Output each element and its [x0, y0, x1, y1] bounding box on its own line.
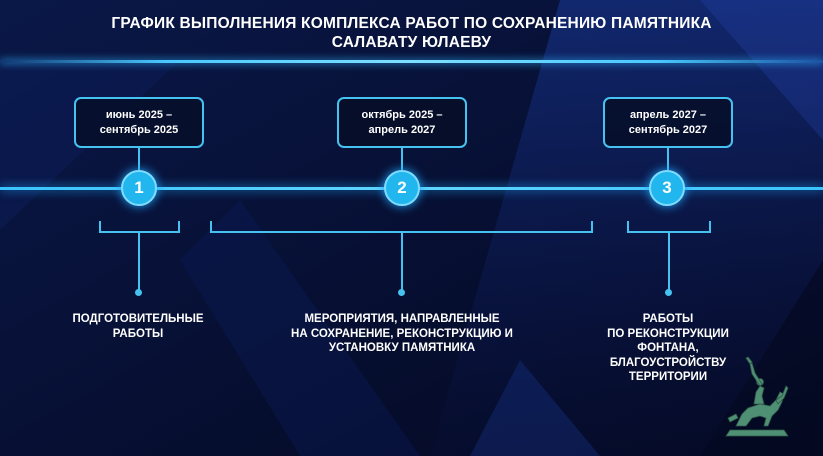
title-line-2: САЛАВАТУ ЮЛАЕВУ: [331, 34, 492, 51]
title-line-1: ГРАФИК ВЫПОЛНЕНИЯ КОМПЛЕКСА РАБОТ ПО СОХ…: [111, 15, 712, 32]
stage-2-dot: [398, 289, 405, 296]
stage-1-desc-line: ПОДГОТОВИТЕЛЬНЫЕ: [72, 313, 204, 325]
stage-2-date-connector: [401, 148, 403, 170]
stage-3-desc-line: РАБОТЫ: [642, 313, 694, 325]
stage-1-desc-connector: [138, 233, 140, 291]
stage-3-desc-line: ФОНТАНА,: [637, 342, 699, 354]
stage-3-desc-connector: [668, 233, 670, 291]
stage-1-marker: 1: [121, 170, 157, 206]
stage-1-date-box: июнь 2025 – сентябрь 2025: [74, 97, 204, 148]
stage-2-date-box: октябрь 2025 – апрель 2027: [337, 97, 467, 148]
title-divider: [0, 60, 823, 63]
stage-1-dot: [135, 289, 142, 296]
stage-2-date-start: октябрь 2025 –: [361, 108, 443, 121]
stage-3-date-connector: [667, 148, 669, 170]
stage-2-desc-line: НА СОХРАНЕНИЕ, РЕКОНСТРУКЦИЮ И: [291, 327, 513, 340]
stage-1-desc-line: РАБОТЫ: [112, 327, 164, 340]
stage-2-date-end: апрель 2027: [368, 123, 436, 136]
stage-1-date-end: сентябрь 2025: [99, 123, 179, 136]
stage-3-dot: [665, 289, 672, 296]
stage-3-marker: 3: [649, 170, 685, 206]
stage-3-date-end: сентябрь 2027: [628, 123, 708, 136]
stage-3-desc-line: ТЕРРИТОРИИ: [628, 371, 708, 383]
stage-3-bracket: [627, 221, 711, 233]
stage-3-date-box: апрель 2027 – сентябрь 2027: [603, 97, 733, 148]
stage-3-date-start: апрель 2027 –: [629, 108, 707, 121]
stage-1-bracket: [99, 221, 180, 233]
stage-2-marker: 2: [384, 170, 420, 206]
stage-2-description: МЕРОПРИЯТИЯ, НАПРАВЛЕННЫЕ НА СОХРАНЕНИЕ,…: [266, 312, 538, 356]
stage-3-description: РАБОТЫ ПО РЕКОНСТРУКЦИИ ФОНТАНА, БЛАГОУС…: [588, 312, 748, 385]
page-title: ГРАФИК ВЫПОЛНЕНИЯ КОМПЛЕКСА РАБОТ ПО СОХ…: [0, 14, 823, 52]
equestrian-statue-icon: [725, 356, 789, 437]
stage-1-description: ПОДГОТОВИТЕЛЬНЫЕ РАБОТЫ: [48, 312, 228, 341]
stage-2-desc-line: МЕРОПРИЯТИЯ, НАПРАВЛЕННЫЕ: [304, 313, 500, 325]
stage-1-date-connector: [138, 148, 140, 170]
stage-1-date-start: июнь 2025 –: [105, 108, 173, 121]
stage-3-desc-line: БЛАГОУСТРОЙСТВУ: [609, 356, 727, 369]
stage-2-bracket: [210, 221, 593, 233]
stage-3-desc-line: ПО РЕКОНСТРУКЦИИ: [607, 327, 729, 340]
stage-2-desc-line: УСТАНОВКУ ПАМЯТНИКА: [328, 342, 476, 354]
stage-2-desc-connector: [401, 233, 403, 291]
